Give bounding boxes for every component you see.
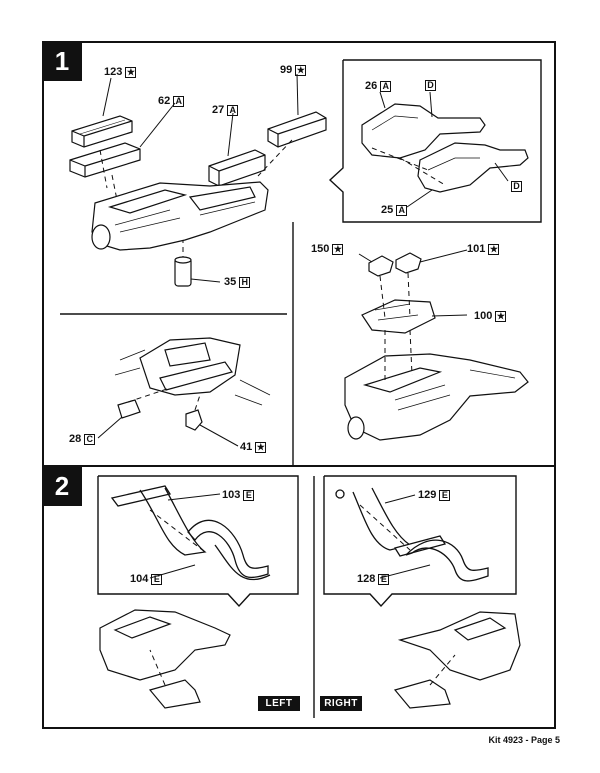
part-code-box: C (84, 433, 96, 445)
left-side-badge: LEFT (258, 696, 300, 711)
transmission-drawing (361, 103, 529, 193)
part-code-box: ★ (295, 64, 307, 76)
step-number-1: 1 (42, 41, 82, 81)
part-code-box: E (243, 489, 255, 501)
chassis-engine-drawing (114, 337, 271, 431)
part-code-box: H (239, 276, 251, 288)
part-label-100: 100★ (474, 310, 507, 322)
header-pipe-drawing (110, 485, 489, 582)
part-code-box: E (378, 573, 390, 585)
instruction-frame (42, 41, 556, 729)
part-label-101: 101★ (467, 243, 500, 255)
part-code-box: A (380, 80, 392, 92)
right-side-badge: RIGHT (320, 696, 362, 711)
part-code-box: ★ (332, 243, 344, 255)
part-label-41: 41★ (240, 441, 267, 453)
part-label-150: 150★ (311, 243, 344, 255)
part-code-box: A (227, 104, 239, 116)
valve-cover-part (69, 111, 327, 187)
step-number-2: 2 (42, 466, 82, 506)
part-code-box: A (173, 95, 185, 107)
part-label-d-bottom: D (511, 181, 522, 192)
part-code-box: ★ (495, 310, 507, 322)
part-code-box: E (151, 573, 163, 585)
engine-block-drawing (91, 181, 269, 287)
assembled-engine-drawing (99, 609, 521, 709)
part-code-box: ★ (488, 243, 500, 255)
part-code-box: ★ (125, 66, 137, 78)
page-footer: Kit 4923 - Page 5 (488, 735, 560, 745)
part-label-99: 99★ (280, 64, 307, 76)
part-code-box: ★ (255, 441, 267, 453)
part-code-box: D (425, 80, 436, 91)
part-label-d-top: D (425, 80, 436, 91)
part-code-box: D (511, 181, 522, 192)
intake-manifold-drawing (344, 252, 529, 441)
part-code-box: E (439, 489, 451, 501)
part-label-123: 123★ (104, 66, 137, 78)
part-code-box: A (396, 204, 408, 216)
